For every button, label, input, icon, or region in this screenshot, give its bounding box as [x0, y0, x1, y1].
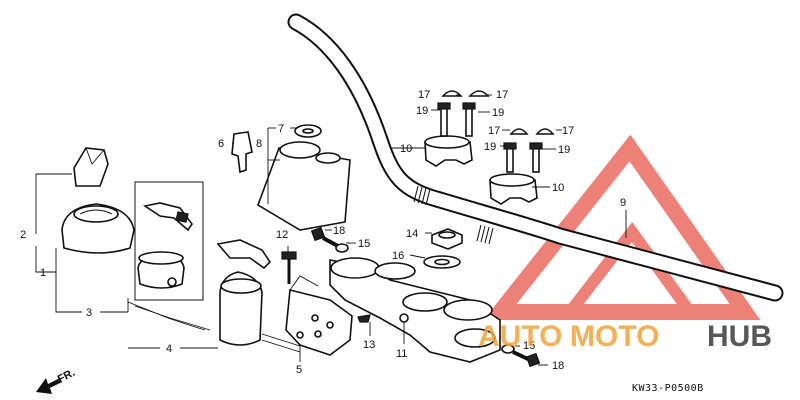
key-set-box — [134, 181, 204, 301]
nut-14 — [431, 228, 463, 250]
callout-18-upper: 18 — [333, 225, 345, 237]
callout-18-lower: 18 — [552, 360, 564, 372]
bolt-19-c — [503, 142, 517, 173]
upper-holder-left — [424, 135, 473, 167]
handlebar — [287, 13, 784, 302]
top-bridge — [329, 257, 501, 363]
cap-17-c — [509, 128, 529, 135]
bolt-19-d — [529, 142, 543, 173]
callout-1: 1 — [40, 267, 46, 279]
callout-17-d: 17 — [562, 125, 574, 137]
bolt-19-b — [462, 102, 476, 137]
bolt-19-a — [437, 102, 451, 137]
grommet-7 — [294, 124, 322, 138]
callout-14: 14 — [406, 228, 418, 240]
callout-10-left: 10 — [400, 143, 412, 155]
callout-11: 11 — [396, 348, 407, 360]
callout-17-b: 17 — [496, 89, 508, 101]
leader-lines — [35, 94, 627, 366]
bolt-18-upper — [310, 226, 349, 253]
callout-19-b: 19 — [492, 107, 504, 119]
callout-7: 7 — [278, 123, 284, 135]
callout-15-lower: 15 — [523, 340, 535, 352]
callout-19-c: 19 — [484, 141, 496, 153]
diagram-code: KW33-P0500B — [632, 383, 704, 394]
bracket-5 — [285, 275, 353, 356]
callout-12: 12 — [276, 229, 288, 241]
key-6 — [231, 131, 253, 174]
callout-4: 4 — [166, 343, 172, 355]
callout-3: 3 — [86, 307, 92, 319]
watermark-auto: AUTO — [478, 320, 562, 353]
cap-17-d — [535, 128, 555, 135]
bolt-18-lower — [501, 344, 541, 368]
callout-6: 6 — [218, 138, 224, 150]
callout-17-a: 17 — [418, 89, 430, 101]
watermark-triangle-inner — [557, 221, 702, 318]
fuel-cap-cover-2 — [73, 147, 109, 187]
screw-13 — [357, 314, 371, 323]
callout-19-d: 19 — [558, 144, 570, 156]
callout-labels: 2 1 3 4 6 8 7 12 5 18 15 13 11 16 14 10 … — [20, 89, 626, 376]
front-direction-arrow: FR. — [36, 367, 77, 394]
callout-9: 9 — [620, 197, 626, 209]
callout-13: 13 — [363, 339, 375, 351]
callout-16: 16 — [392, 250, 404, 262]
direction-label: FR. — [56, 367, 77, 386]
ignition-switch-4 — [127, 239, 301, 353]
callout-8: 8 — [256, 138, 262, 150]
screw-12 — [281, 251, 297, 284]
callout-10-right: 10 — [552, 182, 564, 194]
callout-15-upper: 15 — [358, 238, 370, 250]
callout-5: 5 — [296, 364, 302, 376]
callout-2: 2 — [20, 229, 26, 241]
arrow-icon — [36, 378, 62, 394]
upper-holder-right — [489, 173, 538, 205]
watermark-moto: MOTO — [570, 320, 659, 353]
fuel-cap-body — [61, 203, 135, 254]
cap-17-b — [468, 90, 490, 97]
washer-16 — [423, 255, 461, 269]
meter-cover-8 — [257, 141, 351, 231]
watermark-text: AUTO MOTO HUB — [478, 320, 772, 353]
callout-17-c: 17 — [488, 125, 500, 137]
callout-19-a: 19 — [416, 105, 428, 117]
watermark-hub: HUB — [707, 320, 772, 353]
